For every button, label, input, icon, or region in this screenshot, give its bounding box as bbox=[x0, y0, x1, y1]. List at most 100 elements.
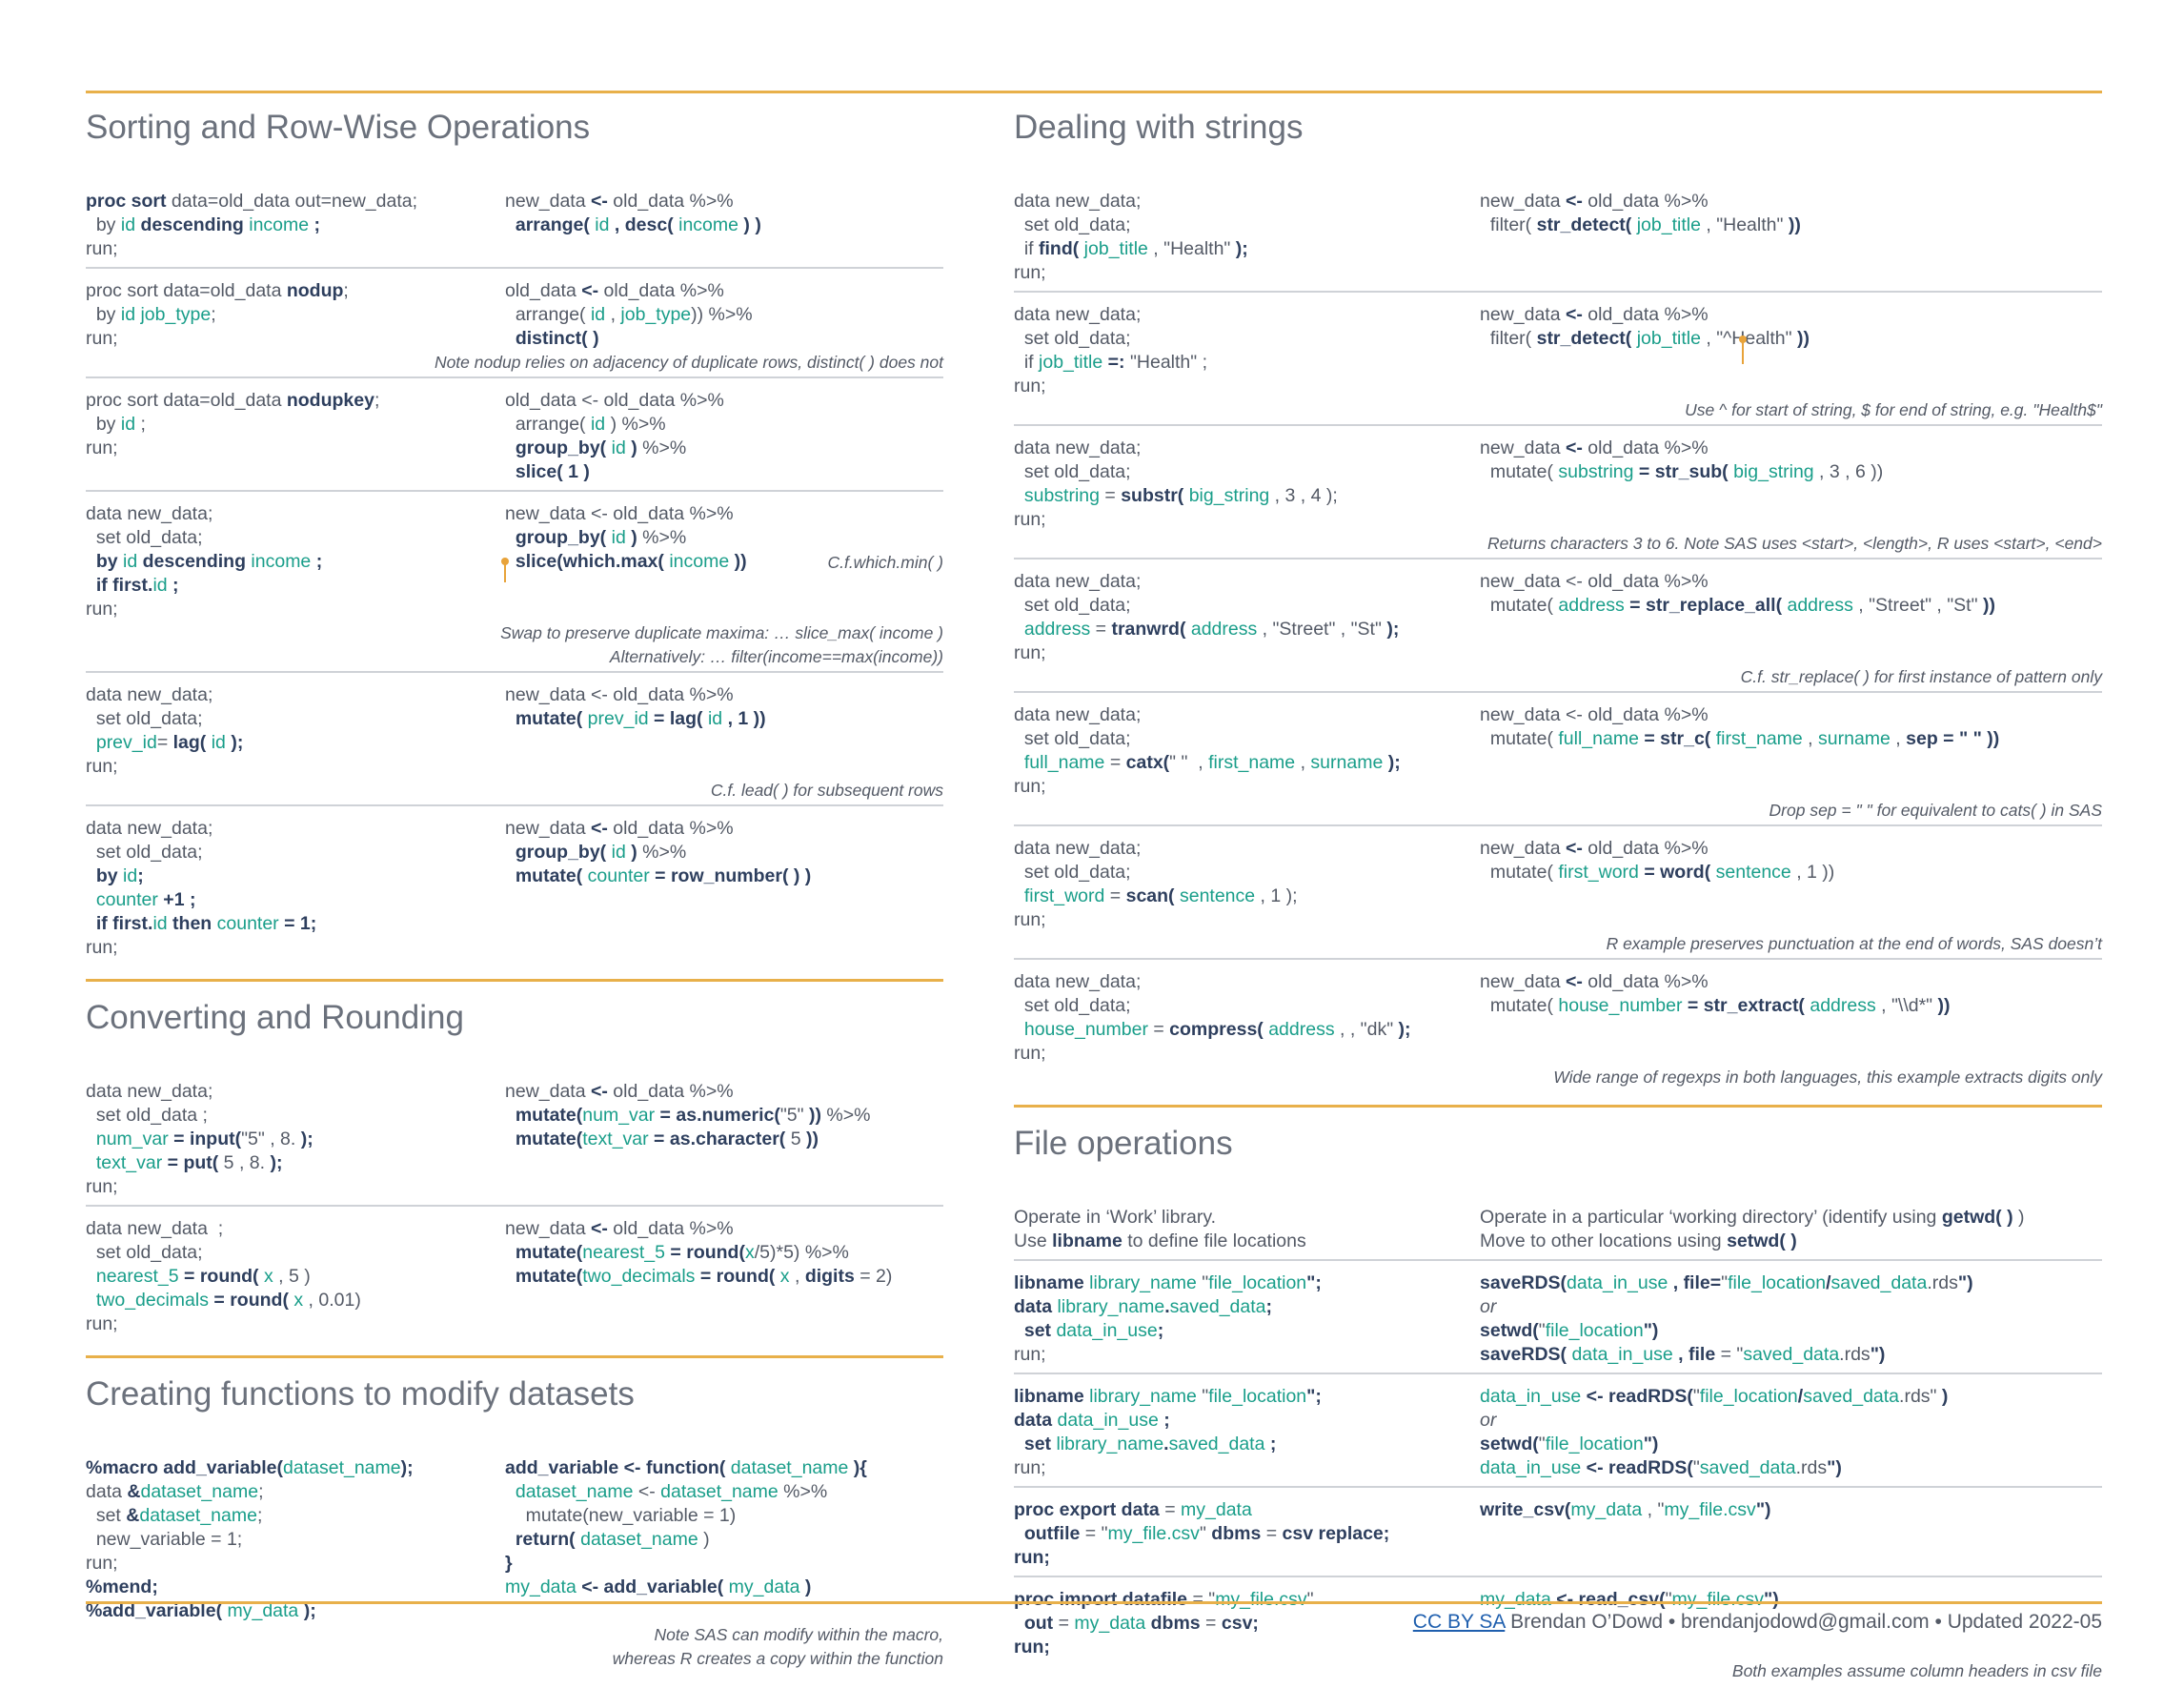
code-token: = bbox=[1104, 752, 1126, 773]
code-token: ) bbox=[625, 527, 637, 548]
code-line: run; bbox=[86, 755, 505, 779]
code-line: set old_data; bbox=[1014, 594, 1480, 618]
code-token: run; bbox=[1014, 1637, 1050, 1657]
code-token: run; bbox=[86, 599, 118, 620]
code-token: set old_data; bbox=[1014, 461, 1131, 482]
code-line: arrange( id , job_type)) %>% bbox=[505, 303, 943, 327]
code-line: write_csv(my_data , "my_file.csv") bbox=[1480, 1498, 2102, 1522]
code-token: )) bbox=[800, 1129, 819, 1149]
code-token: <- read_csv( bbox=[1550, 1589, 1666, 1610]
code-token: libname bbox=[1014, 1272, 1084, 1293]
code-token: old_data %>% bbox=[607, 191, 734, 212]
code-token: old_data %>% bbox=[1582, 191, 1709, 212]
code-token: run; bbox=[1014, 1043, 1046, 1064]
code-token: , bbox=[789, 1266, 805, 1287]
code-line: run; bbox=[1014, 1636, 1480, 1659]
code-row: data new_data; set old_data; substring =… bbox=[1014, 426, 2102, 532]
code-token: mutate( bbox=[1480, 728, 1559, 749]
code-token: old_data %>% bbox=[598, 280, 724, 301]
code-token: ); bbox=[298, 1600, 316, 1621]
code-token: %>% bbox=[778, 1481, 828, 1502]
code-token: new_data bbox=[1480, 304, 1566, 325]
code-token: my_data bbox=[1181, 1499, 1252, 1520]
code-token bbox=[86, 1152, 96, 1173]
code-token: write_csv( bbox=[1480, 1499, 1571, 1520]
code-line: distinct( ) bbox=[505, 327, 943, 351]
code-token: group_by( bbox=[515, 842, 607, 863]
code-token: .rds" bbox=[1899, 1386, 1937, 1407]
code-token: data=old_data out=new_data; bbox=[166, 191, 417, 212]
sas-code: data new_data; set old_data; full_name =… bbox=[1014, 703, 1480, 799]
code-line: set old_data; bbox=[1014, 460, 1480, 484]
block-note: C.f. str_replace( ) for first instance o… bbox=[1740, 667, 2102, 686]
code-line: text_var = put( 5 , 8. ); bbox=[86, 1151, 505, 1175]
code-token: = bbox=[1053, 1613, 1075, 1634]
code-token bbox=[1014, 1019, 1024, 1040]
code-token: run; bbox=[86, 937, 118, 958]
code-token: num_var bbox=[95, 1129, 169, 1149]
code-token: by bbox=[95, 551, 118, 572]
code-token: if first. bbox=[95, 913, 153, 934]
code-token: ") bbox=[1755, 1499, 1771, 1520]
code-token: new_data <- old_data %>% bbox=[505, 503, 734, 524]
code-token: )) bbox=[1977, 595, 1995, 616]
code-token: digits bbox=[804, 1266, 855, 1287]
code-line: Move to other locations using setwd( ) bbox=[1480, 1230, 2102, 1253]
code-token: or bbox=[1480, 1410, 1497, 1431]
code-line: saveRDS(data_in_use , file="file_locatio… bbox=[1480, 1271, 2102, 1295]
code-token: full_name bbox=[1558, 728, 1639, 749]
code-token: ) bbox=[698, 1529, 710, 1550]
code-line: mutate(text_var = as.character( 5 )) bbox=[505, 1128, 943, 1151]
code-token bbox=[505, 437, 516, 458]
code-token: by bbox=[86, 214, 121, 235]
code-line: or bbox=[1480, 1409, 2102, 1433]
code-token: . bbox=[1163, 1434, 1169, 1454]
code-token: id bbox=[206, 732, 226, 753]
code-line: new_data <- old_data %>% bbox=[505, 1217, 943, 1241]
code-token: slice(which.max( bbox=[515, 551, 664, 572]
code-token: address bbox=[1023, 619, 1091, 640]
code-token: id bbox=[590, 414, 606, 435]
code-token: " bbox=[1665, 1589, 1672, 1610]
code-token: first_word bbox=[1558, 862, 1639, 883]
code-line: slice( 1 ) bbox=[505, 460, 943, 484]
left-column: Sorting and Row-Wise Operations proc sor… bbox=[86, 92, 943, 1673]
code-token: my_data bbox=[1570, 1499, 1643, 1520]
block-note: Swap to preserve duplicate maxima: … sli… bbox=[500, 623, 943, 666]
code-token: run; bbox=[1014, 509, 1046, 530]
code-block: data new_data; set old_data; prev_id= la… bbox=[86, 671, 943, 804]
code-token: mutate( bbox=[1480, 995, 1559, 1016]
code-line: run; bbox=[86, 237, 505, 261]
code-token: saved_data bbox=[1168, 1434, 1265, 1454]
code-token bbox=[505, 1242, 516, 1263]
code-token: ; bbox=[1157, 1320, 1164, 1341]
code-token: & bbox=[126, 1505, 140, 1526]
code-token: data_in_use bbox=[1567, 1344, 1673, 1365]
code-token: set old_data; bbox=[86, 1242, 203, 1263]
code-token: run; bbox=[86, 328, 118, 349]
code-block: %macro add_variable(dataset_name);data &… bbox=[86, 1446, 943, 1673]
code-token: ){ bbox=[848, 1457, 867, 1478]
code-line: set old_data; bbox=[86, 841, 505, 864]
code-token: "; bbox=[1306, 1386, 1322, 1407]
code-token: put( bbox=[183, 1152, 219, 1173]
code-line: libname library_name "file_location"; bbox=[1014, 1385, 1480, 1409]
converting-section: Converting and Rounding data new_data; s… bbox=[86, 999, 943, 1358]
code-token: old_data %>% bbox=[607, 818, 734, 839]
code-token: id job_type bbox=[120, 304, 212, 325]
code-line: mutate( house_number = str_extract( addr… bbox=[1480, 994, 2102, 1018]
code-line: mutate( first_word = word( sentence , 1 … bbox=[1480, 861, 2102, 885]
code-token: data new_data; bbox=[86, 684, 213, 705]
code-line: new_variable = 1; bbox=[86, 1528, 505, 1552]
code-token: counter bbox=[582, 865, 650, 886]
code-line: run; bbox=[1014, 1546, 1480, 1570]
code-token: <- bbox=[1566, 437, 1583, 458]
license-link[interactable]: CC BY SA bbox=[1412, 1611, 1506, 1633]
code-line: substring = substr( big_string , 3 , 4 )… bbox=[1014, 484, 1480, 508]
code-token: %>% bbox=[637, 437, 687, 458]
code-line: new_data <- old_data %>% bbox=[505, 683, 943, 707]
sas-code: proc sort data=old_data nodup; by id job… bbox=[86, 279, 505, 351]
code-token: file_location bbox=[1545, 1434, 1644, 1454]
r-code: new_data <- old_data %>% arrange( id , d… bbox=[505, 190, 943, 261]
code-token: )) bbox=[803, 1105, 821, 1126]
